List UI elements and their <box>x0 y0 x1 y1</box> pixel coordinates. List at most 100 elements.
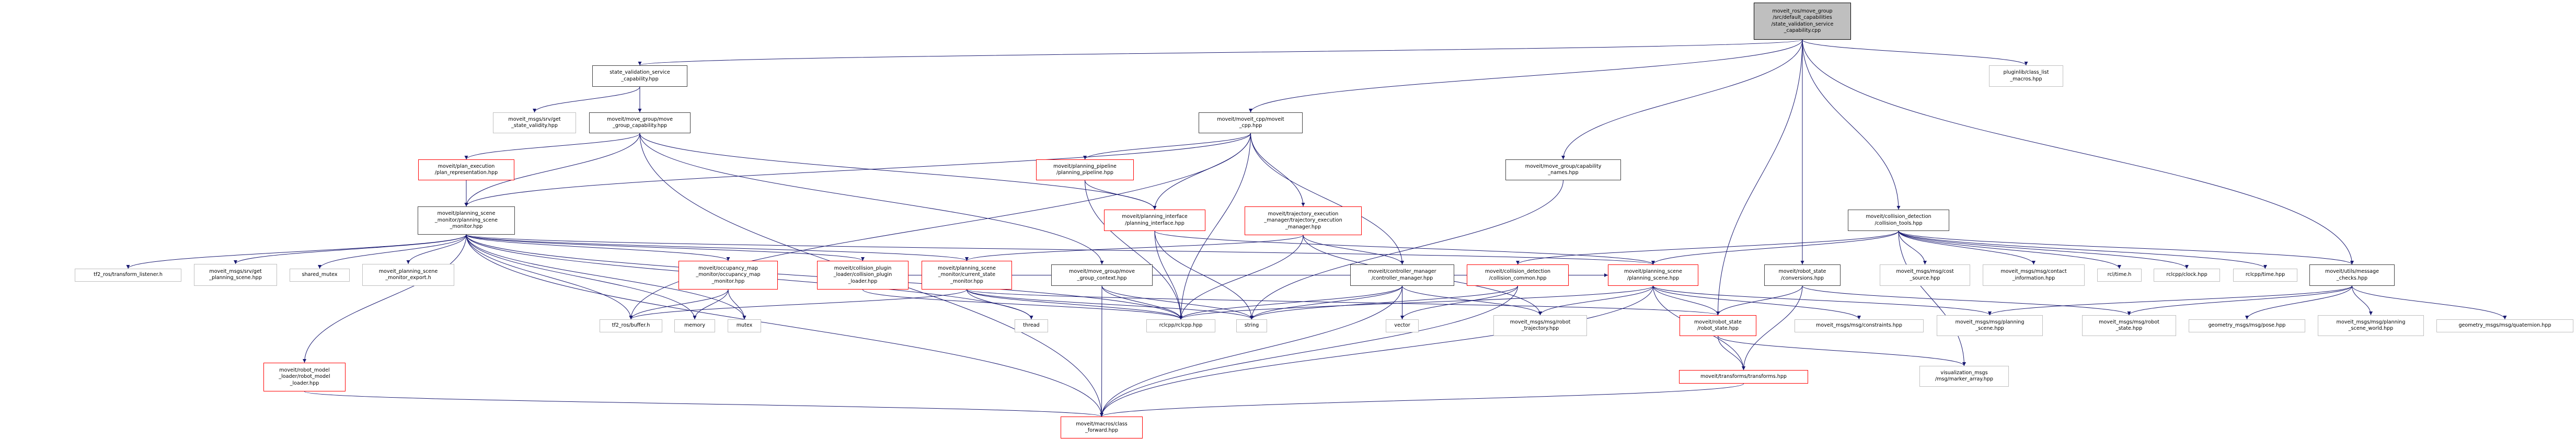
edge-ps-to-constraints <box>1653 285 1861 320</box>
node-mutex[interactable]: mutex <box>728 319 761 332</box>
node-get-state-validity[interactable]: moveit_msgs/srv/get_state_validity.hpp <box>493 112 576 133</box>
node-tf2-listener[interactable]: tf2_ros/transform_listener.h <box>75 269 181 282</box>
node-label-line: _macros.hpp <box>2010 76 2042 82</box>
edge-collision_tools-to-rclcpp_time <box>1898 230 2267 269</box>
node-rt[interactable]: moveit_msgs/msg/robot_trajectory.hpp <box>1493 315 1587 336</box>
node-label-line: moveit/robot_model <box>279 367 330 373</box>
edge-moveit_cpp-to-planning_interface <box>1153 133 1251 210</box>
edge-conv-to-rs <box>1716 285 1803 316</box>
node-psm[interactable]: moveit/planning_scene_monitor/planning_s… <box>418 206 515 235</box>
node-rclcpp-clock[interactable]: rclcpp/clock.hpp <box>2154 269 2220 282</box>
edge-psm-to-cf <box>466 234 1103 417</box>
edge-mc-to-psw <box>2352 285 2373 316</box>
node-label-line: _manager/trajectory_execution <box>1264 217 1342 224</box>
node-moveit-cpp[interactable]: moveit/moveit_cpp/moveit_cpp.hpp <box>1199 112 1303 133</box>
node-label-line: geometry_msgs/msg/pose.hpp <box>2208 322 2286 329</box>
node-pose[interactable]: geometry_msgs/msg/pose.hpp <box>2189 319 2305 332</box>
node-ps[interactable]: moveit/planning_scene/planning_scene.hpp <box>1608 264 1698 286</box>
node-move-group-capability[interactable]: moveit/move_group/move_group_capability.… <box>589 112 691 133</box>
node-label-line: _trajectory.hpp <box>1521 326 1559 331</box>
node-root[interactable]: moveit_ros/move_group/src/default_capabi… <box>1754 3 1851 40</box>
node-tf2-buffer[interactable]: tf2_ros/buffer.h <box>600 319 662 332</box>
node-label-line: moveit/collision_detection <box>1485 269 1551 274</box>
node-label-line: /msg/marker_array.hpp <box>1935 376 1994 382</box>
node-rclcpp-time[interactable]: rclcpp/time.hpp <box>2233 269 2297 282</box>
edge-psm-to-tf2_buffer <box>466 234 633 320</box>
node-occupancy[interactable]: moveit/occupancy_map_monitor/occupancy_m… <box>678 261 778 290</box>
edge-root-to-collision_tools <box>1802 39 1901 210</box>
node-label-line: _state_validity.hpp <box>511 123 558 129</box>
node-psw[interactable]: moveit_msgs/msg/planning_scene_world.hpp <box>2318 315 2424 336</box>
edge-collision_tools-to-mc <box>1898 230 2354 265</box>
node-label-line: pluginlib/class_list <box>2003 70 2049 75</box>
edge-ps-to-rt <box>1538 285 1653 316</box>
node-psm-export[interactable]: moveit_planning_scene_monitor_export.h <box>362 264 454 286</box>
edge-mgc-to-rclcpp <box>1101 285 1183 320</box>
node-string[interactable]: string <box>1236 319 1267 332</box>
node-quat[interactable]: geometry_msgs/msg/quaternion.hpp <box>2436 319 2573 332</box>
node-label-line: _cpp.hpp <box>1239 123 1262 129</box>
node-label-line: _loader.hpp <box>848 278 878 284</box>
node-cm[interactable]: moveit/controller_manager/controller_man… <box>1350 264 1454 286</box>
edge-moveit_cpp-to-traj_exec <box>1250 133 1305 207</box>
node-cost[interactable]: moveit_msgs/msg/cost_source.hpp <box>1880 264 1970 286</box>
node-memory[interactable]: memory <box>674 319 715 332</box>
edge-csm-to-string <box>967 289 1254 320</box>
node-marker[interactable]: visualization_msgs/msg/marker_array.hpp <box>1919 366 2009 387</box>
node-vector[interactable]: vector <box>1386 319 1419 332</box>
edge-cm-to-cf <box>1100 285 1402 417</box>
node-thread[interactable]: thread <box>1015 319 1048 332</box>
edge-mc-to-quat <box>2352 285 2507 320</box>
node-pluginlib[interactable]: pluginlib/class_list_macros.hpp <box>1989 65 2063 87</box>
node-cc[interactable]: moveit/collision_detection/collision_com… <box>1467 264 1569 286</box>
node-label-line: moveit/macros/class <box>1076 421 1128 427</box>
node-label-line: rclcpp/clock.hpp <box>2166 272 2207 278</box>
edge-planning_pipeline-to-rclcpp <box>1085 180 1183 320</box>
node-label-line: _source.hpp <box>1910 275 1940 281</box>
node-planning-interface[interactable]: moveit/planning_interface/planning_inter… <box>1104 210 1205 231</box>
node-mc[interactable]: moveit/utils/message_checks.hpp <box>2309 264 2395 286</box>
node-rclcpp[interactable]: rclcpp/rclcpp.hpp <box>1146 319 1215 332</box>
node-label-line: _group_context.hpp <box>1077 275 1127 281</box>
node-mgc[interactable]: moveit/move_group/move_group_context.hpp <box>1051 264 1153 286</box>
node-psmsg[interactable]: moveit_msgs/msg/planning_scene.hpp <box>1937 315 2043 336</box>
node-label-line: rcl/time.h <box>2107 272 2132 278</box>
node-plan-repr[interactable]: moveit/plan_execution/plan_representatio… <box>418 159 514 180</box>
edge-collision_tools-to-rcl_time <box>1898 230 2121 269</box>
node-conv[interactable]: moveit/robot_state/conversions.hpp <box>1764 264 1841 286</box>
edge-root-to-pluginlib <box>1802 39 2028 66</box>
node-cpl[interactable]: moveit/collision_plugin_loader/collision… <box>817 261 908 290</box>
edge-collision_tools-to-contact <box>1898 230 2036 265</box>
node-traj-exec[interactable]: moveit/trajectory_execution_manager/traj… <box>1245 206 1362 235</box>
node-label-line: _capability.hpp <box>621 76 659 82</box>
node-shared-mutex[interactable]: shared_mutex <box>290 269 350 282</box>
edge-collision_tools-to-ps <box>1651 230 1899 265</box>
node-label-line: visualization_msgs <box>1940 369 1988 376</box>
node-transforms[interactable]: moveit/transforms/transforms.hpp <box>1679 370 1808 384</box>
node-label-line: /collision_common.hpp <box>1489 275 1547 281</box>
node-label-line: moveit/planning_interface <box>1122 214 1188 220</box>
node-contact[interactable]: moveit_msgs/msg/contact_information.hpp <box>1983 264 2085 286</box>
node-rcl-time[interactable]: rcl/time.h <box>2097 269 2142 282</box>
edge-rml-to-cf <box>304 391 1103 417</box>
node-label-line: _monitor_export.h <box>385 275 431 281</box>
node-svc-hpp[interactable]: state_validation_service_capability.hpp <box>592 65 687 87</box>
node-rml[interactable]: moveit/robot_model_loader/robot_model_lo… <box>263 363 346 391</box>
node-label-line: /planning_interface.hpp <box>1125 220 1184 226</box>
node-constraints[interactable]: moveit_msgs/msg/constraints.hpp <box>1795 319 1924 332</box>
node-collision-tools[interactable]: moveit/collision_detection/collision_too… <box>1848 210 1949 231</box>
edge-collision_tools-to-cost <box>1898 230 1927 265</box>
node-rsmsg[interactable]: moveit_msgs/msg/robot_state.hpp <box>2082 315 2176 336</box>
node-rs[interactable]: moveit/robot_state/robot_state.hpp <box>1680 315 1756 336</box>
node-label-line: moveit/robot_state <box>1694 319 1742 325</box>
node-label-line: moveit/utils/message <box>2325 269 2379 274</box>
node-cf[interactable]: moveit/macros/class_forward.hpp <box>1061 417 1143 438</box>
node-get-planning-scene[interactable]: moveit_msgs/srv/get_planning_scene.hpp <box>194 264 277 286</box>
node-csm[interactable]: moveit/planning_scene_monitor/current_st… <box>922 261 1012 290</box>
node-capability-names[interactable]: moveit/move_group/capability_names.hpp <box>1505 159 1621 180</box>
edge-planning_pipeline-to-planning_interface <box>1085 180 1157 210</box>
node-planning-pipeline[interactable]: moveit/planning_pipeline/planning_pipeli… <box>1036 159 1134 180</box>
node-label-line: moveit/move_group/move <box>607 116 673 122</box>
